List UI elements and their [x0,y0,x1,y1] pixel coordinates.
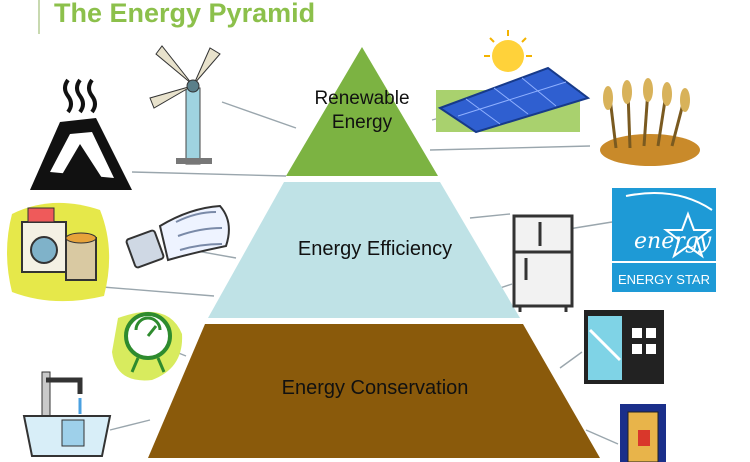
water-tap-icon [22,371,112,457]
meter-icon [112,311,183,381]
tier-renewable-energy-label: Renewable Energy [314,88,410,133]
tier-energy-conservation-label: Energy Conservation [281,377,469,399]
energy-star-caption: ENERGY STAR [618,272,710,287]
tier-energy-conservation [148,324,600,458]
appliances-icon [7,202,110,302]
biomass-wheat-icon [600,78,700,166]
volcano-icon [30,78,132,190]
energy-star-word: energy [634,229,712,254]
window-icon [584,310,664,384]
page-title: The Energy Pyramid [54,0,316,28]
refrigerator-icon [512,214,574,312]
energy-star-logo: energy ENERGY STAR [612,188,716,292]
title-accent-bar [38,0,40,34]
wind-turbine-icon [149,45,221,165]
cfl-bulb-icon [125,204,230,269]
tier-renewable-energy [286,47,438,176]
tier-energy-efficiency [208,182,520,318]
door-icon [620,404,666,462]
solar-panel-icon [436,30,591,134]
tier-energy-efficiency-label: Energy Efficiency [297,238,453,260]
